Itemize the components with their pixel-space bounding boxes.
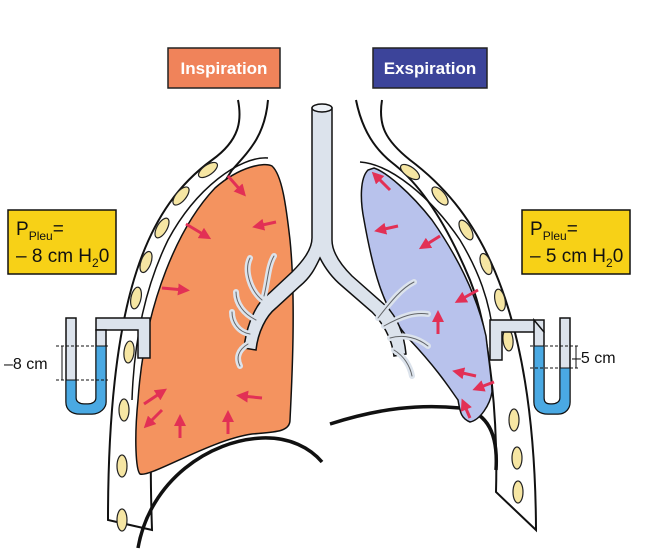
pleura-left bbox=[131, 157, 269, 401]
expiration-label: Exspiration bbox=[372, 47, 488, 89]
svg-text:Inspiration: Inspiration bbox=[181, 59, 268, 78]
svg-text:–5 cm: –5 cm bbox=[572, 350, 616, 367]
lung-expiration bbox=[360, 167, 493, 423]
trachea bbox=[229, 103, 431, 379]
inspiration-label: Inspiration bbox=[167, 47, 281, 89]
ribs-left bbox=[116, 161, 219, 532]
svg-text:– 8 cm H20: – 8 cm H20 bbox=[16, 246, 109, 270]
inward-arrow bbox=[143, 175, 277, 438]
outward-arrow bbox=[371, 171, 495, 419]
manometer-right: –5 cm bbox=[489, 317, 616, 415]
manometer-left: –8 cm bbox=[4, 317, 151, 415]
svg-text:PPleu=: PPleu= bbox=[16, 219, 64, 243]
svg-text:PPleu=: PPleu= bbox=[530, 219, 578, 243]
svg-text:Exspiration: Exspiration bbox=[384, 59, 477, 78]
svg-text:– 5 cm H20: – 5 cm H20 bbox=[530, 246, 623, 270]
svg-text:–8 cm: –8 cm bbox=[4, 356, 48, 373]
lung-inspiration bbox=[135, 163, 294, 475]
pleural-pressure-box-right: PPleu= – 5 cm H20 bbox=[521, 209, 631, 275]
ribs-right bbox=[399, 163, 524, 504]
pleura-right bbox=[359, 161, 495, 341]
diaphragm-left bbox=[136, 436, 324, 549]
pleural-pressure-box-left: PPleu= – 8 cm H20 bbox=[7, 209, 117, 275]
